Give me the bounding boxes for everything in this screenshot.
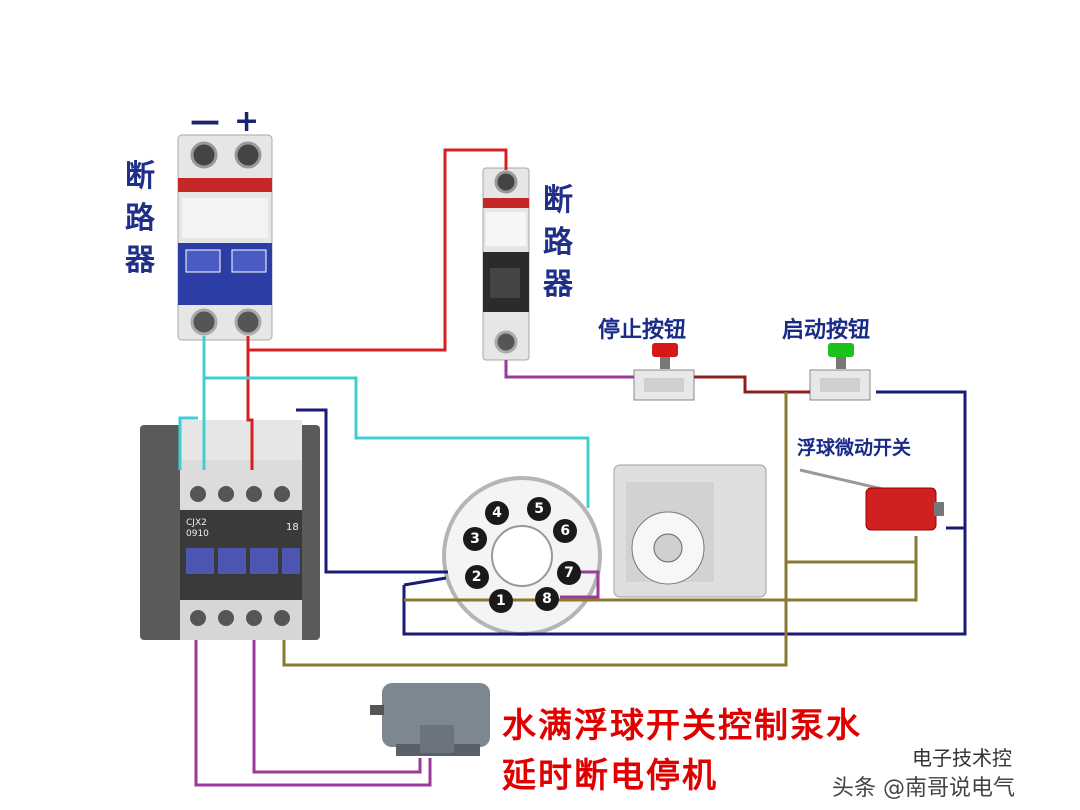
breaker1-plus: + xyxy=(234,104,260,139)
socket-pin: 7 xyxy=(556,561,581,586)
socket-pin-number: 6 xyxy=(560,523,571,539)
wire-red-1 xyxy=(246,148,508,352)
timer-relay xyxy=(613,464,767,598)
wire-olive-1 xyxy=(784,392,918,564)
socket-pin: 6 xyxy=(553,519,578,543)
watermark-wechat: 电子技术控 xyxy=(912,746,1012,770)
socket-pin: 3 xyxy=(463,526,487,551)
stop-button-label: 停止按钮 xyxy=(598,318,687,343)
float-micro-switch xyxy=(799,468,944,531)
wire-navy-2 xyxy=(402,390,967,636)
breaker2-label: 断 路 器 xyxy=(540,180,576,306)
breaker2-label-char: 断 xyxy=(543,183,573,218)
relay-socket xyxy=(442,476,602,636)
breaker1-minus: — xyxy=(190,104,220,139)
wire-purple-3 xyxy=(194,640,432,787)
wire-olive-2 xyxy=(282,562,788,667)
breaker1-label-char: 路 xyxy=(125,201,155,236)
breaker2-label-char: 路 xyxy=(543,225,573,260)
breaker1-label-char: 器 xyxy=(125,243,155,278)
wire-navy-1 xyxy=(296,408,448,574)
contactor-coil-code: 18 xyxy=(286,522,299,533)
breaker2-label-char: 器 xyxy=(543,267,573,302)
float-switch-label: 浮球微动开关 xyxy=(797,437,912,459)
socket-pin-number: 4 xyxy=(492,504,502,521)
socket-pin-number: 8 xyxy=(542,591,552,608)
socket-pin: 5 xyxy=(527,497,552,521)
wire-cyan-3 xyxy=(178,416,198,470)
socket-pin: 2 xyxy=(464,565,489,590)
socket-pin-number: 7 xyxy=(564,565,574,582)
socket-pin: 1 xyxy=(488,589,513,614)
socket-pin-number: 5 xyxy=(534,501,544,517)
wire-darkred-1 xyxy=(694,375,810,394)
breaker1-label: 断 路 器 xyxy=(122,156,158,282)
contactor-model: CJX2 0910 xyxy=(186,518,209,539)
contactor xyxy=(140,420,320,640)
wire-olive-3 xyxy=(404,536,918,602)
motor xyxy=(370,683,490,756)
socket-pin-number: 2 xyxy=(471,569,482,586)
wire-navy-3 xyxy=(403,576,447,587)
breaker1-label-char: 断 xyxy=(125,159,155,194)
breaker-1pole xyxy=(482,167,530,361)
stop-button xyxy=(633,343,695,401)
wire-purple-1 xyxy=(504,360,634,379)
socket-pin: 4 xyxy=(485,500,509,525)
breaker-2pole xyxy=(177,134,273,341)
socket-pin: 8 xyxy=(535,587,559,612)
start-button-label: 启动按钮 xyxy=(782,318,871,343)
socket-pin-number: 3 xyxy=(470,530,480,547)
wires xyxy=(178,148,967,787)
start-button xyxy=(809,343,871,401)
socket-pin-number: 1 xyxy=(495,593,506,610)
wire-purple-4 xyxy=(252,640,422,774)
title-line-1: 水满浮球开关控制泵水 xyxy=(502,706,862,746)
title-line-2: 延时断电停机 xyxy=(502,756,718,796)
watermark-toutiao: 头条 @南哥说电气 xyxy=(832,776,1015,801)
